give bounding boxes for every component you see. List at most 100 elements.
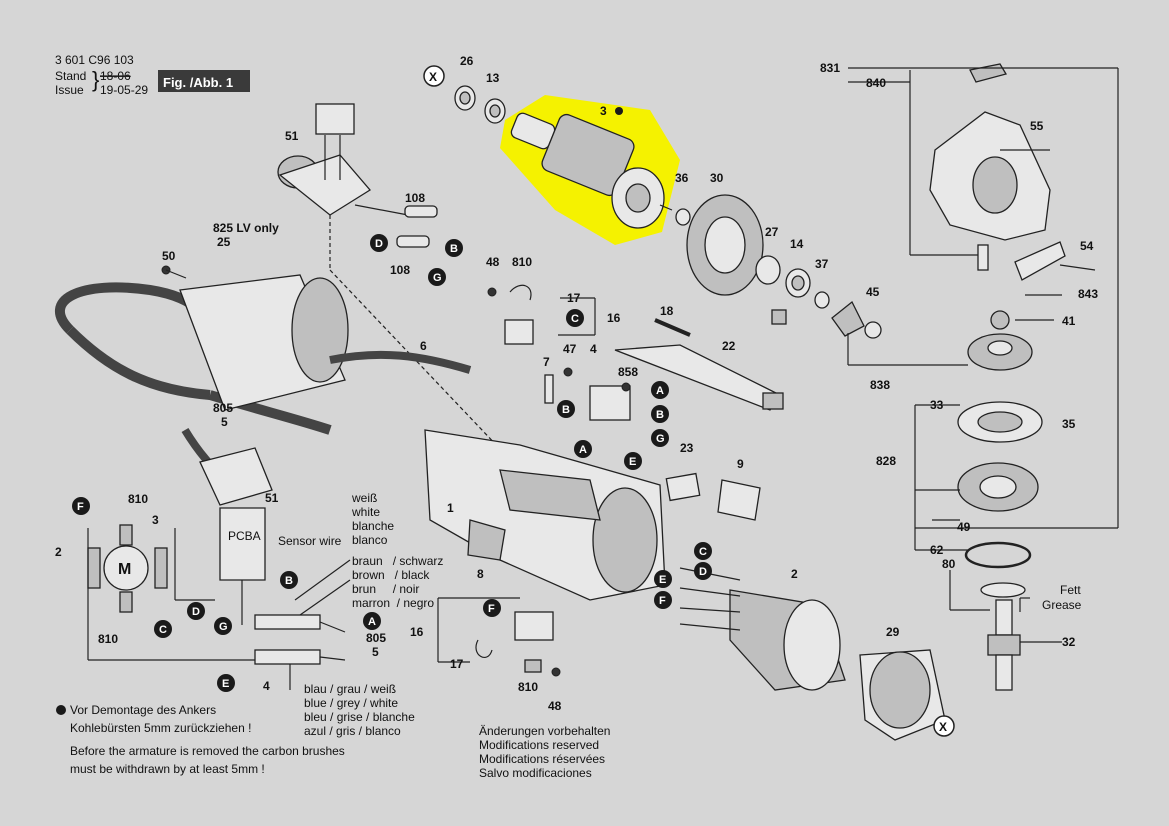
color-brown-1: braun / schwarz (352, 554, 443, 568)
stand-label: Stand (55, 69, 86, 83)
marker-b-2-label: B (562, 404, 570, 416)
bearing-14-inner (791, 275, 805, 291)
switch-contact-1 (254, 614, 321, 630)
label-16a: 16 (607, 311, 621, 325)
main-housing-group (424, 284, 784, 601)
spindle-32 (995, 599, 1013, 636)
lever-843 (1014, 241, 1066, 281)
fan-hub (625, 183, 651, 213)
wire-to-white (294, 559, 351, 601)
wire-to-5 (319, 656, 346, 661)
slide-22-end (762, 392, 784, 410)
clip-7 (544, 374, 554, 404)
label-810b: 810 (518, 680, 538, 694)
lower-brush-group (437, 597, 561, 677)
gear-head-group (929, 63, 1096, 691)
plug-5 (199, 447, 273, 506)
screw-858 (621, 382, 631, 392)
armature-shaft (659, 204, 673, 211)
marker-f-3 (483, 599, 501, 617)
marker-e-2 (654, 570, 672, 588)
mod-fr: Modifications réservées (479, 752, 605, 766)
screw-50-shaft (165, 269, 187, 279)
mod-es: Salvo modificaciones (479, 766, 592, 780)
brace-icon: } (92, 67, 99, 92)
label-4: 4 (590, 342, 597, 356)
spindle-collar (987, 634, 1021, 656)
stator-group (679, 567, 946, 741)
note-en-1: Before the armature is removed the carbo… (70, 744, 345, 758)
brush-lead-d (679, 587, 741, 597)
marker-b-1-label: B (450, 243, 458, 255)
issue-label: Issue (55, 83, 84, 97)
w-marker-f (72, 497, 90, 515)
marker-b-3 (651, 405, 669, 423)
w-marker-e-label: E (222, 678, 229, 690)
label-29: 29 (886, 625, 900, 639)
switch-contact-2 (254, 649, 321, 665)
w-marker-g (214, 617, 232, 635)
color-blue-3: bleu / grise / blanche (304, 710, 415, 724)
marker-d-2-label: D (699, 566, 707, 578)
ring-27 (755, 255, 781, 285)
w-label-3: 3 (152, 513, 159, 527)
flange-35-inner (977, 411, 1023, 433)
label-62: 62 (930, 543, 944, 557)
marker-d-1-label: D (375, 238, 383, 250)
marker-f-2 (654, 591, 672, 609)
color-white-en: white (351, 505, 380, 519)
label-5: 5 (221, 415, 228, 429)
screw-48a (487, 287, 497, 297)
label-47: 47 (563, 342, 577, 356)
letter-markers: X X D B G C B A A B G E C D E F F (370, 65, 955, 737)
color-brown-2: brown / black (352, 568, 430, 582)
wire-to-805 (319, 621, 346, 633)
motor-label: M (118, 561, 131, 578)
label-27: 27 (765, 225, 779, 239)
marker-x-bottom-label: X (939, 720, 947, 734)
switch-body-51 (278, 154, 371, 216)
label-838: 838 (870, 378, 890, 392)
label-108a: 108 (405, 191, 425, 205)
label-45: 45 (866, 285, 880, 299)
pcba-label: PCBA (228, 529, 261, 543)
nut-45 (864, 321, 882, 339)
stator-bore (783, 599, 841, 691)
w-marker-e (217, 674, 235, 692)
screw-54 (1059, 264, 1096, 271)
washer-80 (980, 582, 1026, 598)
housing-group (55, 265, 472, 506)
brush-lead-f (679, 623, 741, 631)
label-6: 6 (420, 339, 427, 353)
label-32: 32 (1062, 635, 1076, 649)
w-marker-c-label: C (159, 624, 167, 636)
marker-c-2 (694, 542, 712, 560)
label-41: 41 (1062, 314, 1076, 328)
label-2: 2 (791, 567, 798, 581)
label-26: 26 (460, 54, 474, 68)
bearing-group (454, 85, 882, 339)
w-label-2: 2 (55, 545, 62, 559)
marker-a-2 (651, 381, 669, 399)
label-831: 831 (820, 61, 840, 75)
label-7: 7 (543, 355, 550, 369)
washer-37 (814, 291, 830, 309)
field-coil-right (154, 547, 168, 589)
w-label-51: 51 (265, 491, 279, 505)
label-17b: 17 (450, 657, 464, 671)
marker-e-1 (624, 452, 642, 470)
label-805: 805 (213, 401, 233, 415)
fig-badge (158, 70, 250, 92)
slide-22 (614, 344, 781, 411)
marker-d-1 (370, 234, 388, 252)
cover-23 (665, 472, 701, 502)
marker-d-2 (694, 562, 712, 580)
w-marker-a-label: A (368, 616, 376, 628)
label-25: 25 (217, 235, 231, 249)
gear-housing-bore (972, 156, 1018, 214)
label-14: 14 (790, 237, 804, 251)
marker-x-bottom (933, 715, 955, 737)
marker-f-2-label: F (659, 595, 666, 607)
label-108b: 108 (390, 263, 410, 277)
w-marker-a (363, 612, 381, 630)
